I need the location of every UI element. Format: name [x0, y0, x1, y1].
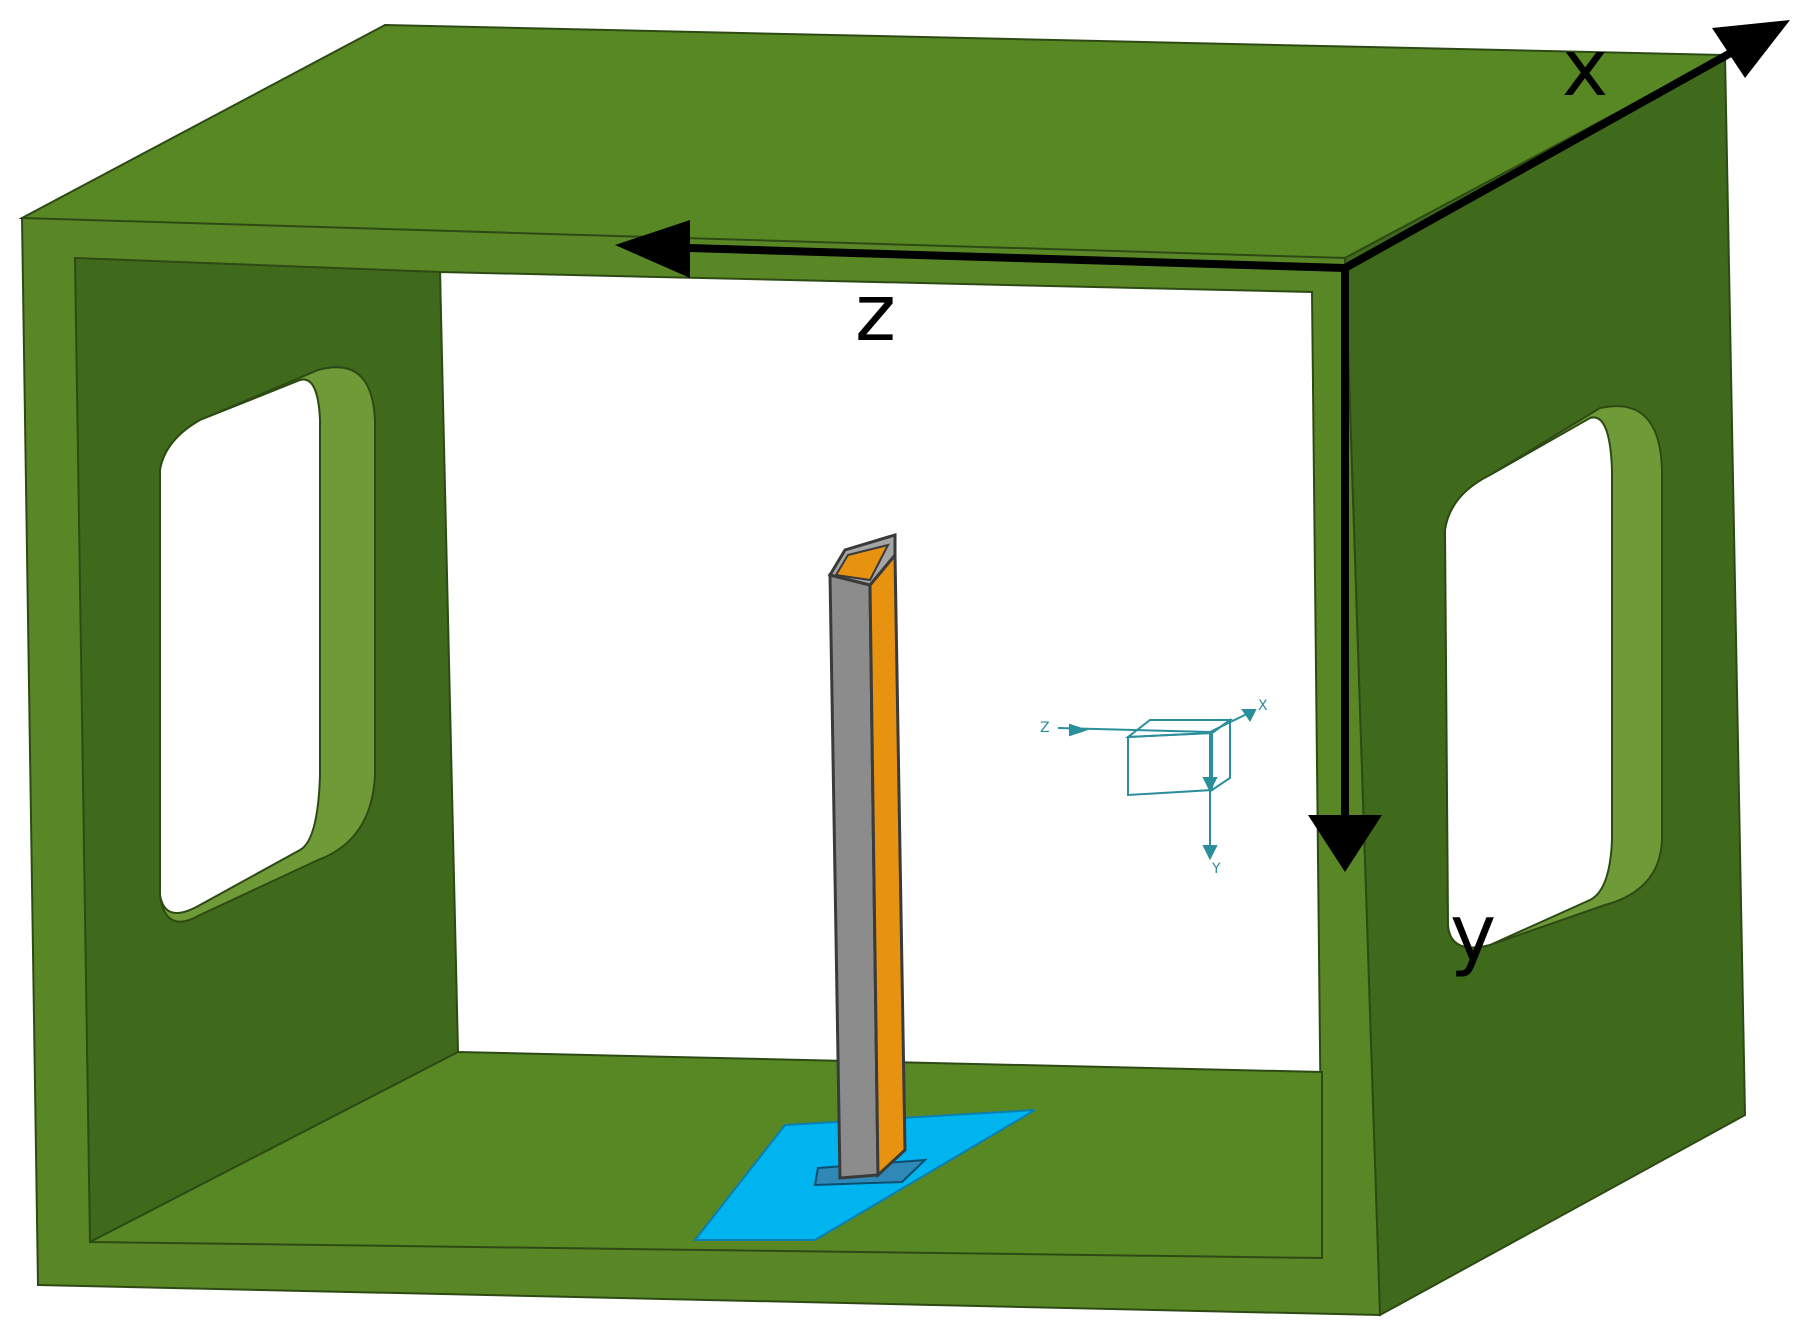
- z-axis-arrowhead: [615, 220, 690, 278]
- right-window-opening: [1443, 405, 1663, 949]
- x-axis-arrowhead: [1712, 20, 1790, 78]
- x-axis-line: [1343, 41, 1747, 272]
- main-axes: [615, 20, 1790, 872]
- left-window-opening: [159, 366, 376, 923]
- mini-triad-y-label: Y: [1211, 861, 1221, 877]
- mini-triad-z-label: Z: [1040, 720, 1050, 736]
- z-axis-line: [689, 244, 1346, 272]
- z-axis-label: z: [855, 269, 896, 359]
- vertical-column: [827, 532, 907, 1180]
- y-axis-arrowhead: [1308, 815, 1382, 872]
- x-axis-label: x: [1562, 24, 1608, 114]
- mini-coordinate-triad: [1057, 709, 1257, 861]
- mini-triad-x-label: X: [1258, 698, 1268, 714]
- y-axis-label: y: [1450, 889, 1496, 979]
- enclosure-floor: [89, 1050, 1323, 1260]
